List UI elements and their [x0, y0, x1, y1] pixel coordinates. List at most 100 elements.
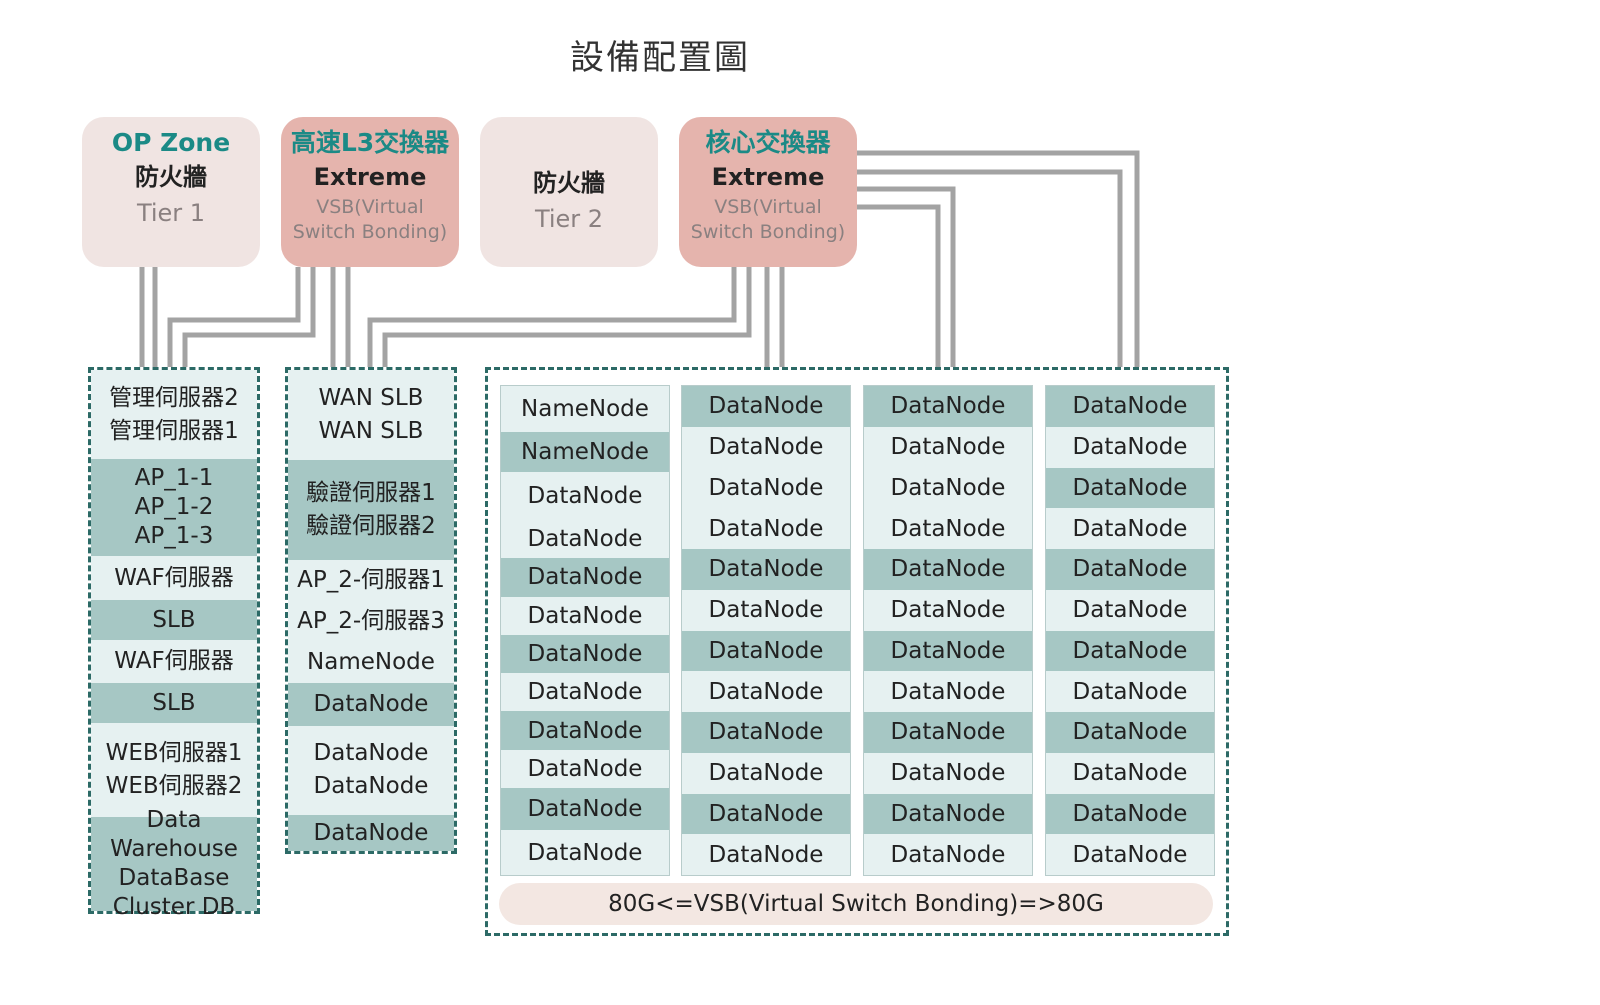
mid-zone-cell-label: 驗證伺服器2: [306, 512, 436, 539]
cluster-node: DataNode: [501, 596, 669, 635]
cluster-node: DataNode: [864, 386, 1032, 427]
left-zone-cell: WAF伺服器: [91, 640, 257, 683]
cluster-node: DataNode: [1046, 793, 1214, 835]
wire: [856, 169, 1123, 368]
cluster-node: DataNode: [864, 834, 1032, 875]
cluster-node: DataNode: [1046, 712, 1214, 753]
mid-zone-cell: AP_2-伺服器3: [288, 600, 454, 643]
cluster-node: DataNode: [682, 630, 850, 672]
cluster-node: DataNode: [501, 557, 669, 597]
cluster-node: DataNode: [501, 519, 669, 558]
cluster-node: DataNode: [501, 634, 669, 674]
mid-zone-cell: WAN SLB WAN SLB: [288, 370, 454, 460]
left-zone-cell-label: WAF伺服器: [114, 648, 234, 674]
left-zone-cell-label: WAF伺服器: [114, 564, 234, 591]
cluster-node: DataNode: [1046, 834, 1214, 875]
mid-zone-cell: AP_2-伺服器1: [288, 560, 454, 601]
l3-switch: 高速L3交換器 Extreme VSB(Virtual Switch Bondi…: [281, 117, 459, 267]
wire: [382, 267, 752, 368]
vsb-label-line1: VSB(Virtual: [714, 196, 822, 218]
left-zone-cell-label: SLB: [152, 689, 196, 716]
mid-zone-cell-label: DataNode: [313, 819, 429, 846]
left-zone-cell: SLB: [91, 600, 257, 640]
cluster-node: DataNode: [864, 508, 1032, 549]
mid-zone-cell: 驗證伺服器1 驗證伺服器2: [288, 459, 454, 561]
cluster-node: DataNode: [682, 712, 850, 753]
cluster-node: NameNode: [501, 386, 669, 432]
wire: [182, 267, 316, 368]
mid-zone-cell-label: AP_2-伺服器1: [297, 566, 445, 593]
cluster-node: DataNode: [864, 712, 1032, 753]
wire: [856, 186, 956, 368]
l3-switch-label: 高速L3交換器: [290, 128, 450, 157]
left-zone-cell-label: DataBase: [118, 865, 230, 891]
left-zone-cell-label: AP_1-3: [134, 523, 214, 549]
left-zone-cell: WAF伺服器: [91, 556, 257, 600]
mid-zone-cell-label: 驗證伺服器1: [306, 479, 436, 506]
core-switch: 核心交換器 Extreme VSB(Virtual Switch Bonding…: [679, 117, 857, 267]
cluster-node: DataNode: [864, 630, 1032, 672]
wire: [856, 204, 941, 368]
mid-zone-cell-label: WAN SLB: [318, 384, 424, 411]
cluster-node: DataNode: [1046, 752, 1214, 794]
cluster-node: DataNode: [1046, 630, 1214, 672]
cluster-node: DataNode: [864, 549, 1032, 590]
cluster-node: DataNode: [864, 426, 1032, 468]
op-zone-label: OP Zone: [111, 128, 231, 157]
wire: [167, 267, 301, 368]
left-zone-cell-label: WEB伺服器2: [105, 773, 243, 799]
left-zone-cell-label: 管理伺服器1: [109, 417, 239, 444]
mid-zone-cell-label: NameNode: [307, 649, 435, 676]
core-switch-label: 核心交換器: [705, 128, 831, 157]
tier-label: Tier 2: [534, 205, 604, 233]
cluster-node: DataNode: [682, 549, 850, 590]
tier2-firewall: 防火牆 Tier 2: [480, 117, 658, 267]
diagram-title: 設備配置圖: [570, 38, 750, 78]
cluster-node: DataNode: [864, 671, 1032, 712]
cluster-node: NameNode: [501, 431, 669, 472]
cluster-node: DataNode: [501, 830, 669, 876]
cluster-node: DataNode: [682, 426, 850, 468]
mid-zone-cell-label: DataNode: [313, 690, 429, 717]
vsb-bandwidth-bar: 80G<=VSB(Virtual Switch Bonding)=>80G: [499, 883, 1213, 925]
cluster-node: DataNode: [682, 508, 850, 549]
left-zone-cell-label: Data Warehouse: [110, 807, 238, 862]
cluster-node: DataNode: [1046, 549, 1214, 590]
cluster-node: DataNode: [501, 788, 669, 831]
cluster-node: DataNode: [501, 750, 669, 789]
mid-zone-cell-label: DataNode: [313, 773, 429, 800]
vsb-label-line1: VSB(Virtual: [316, 196, 424, 218]
cluster-node: DataNode: [682, 589, 850, 631]
left-zone-cell-label: AP_1-1: [134, 465, 214, 491]
mid-zone-cell: DataNode: [288, 682, 454, 726]
cluster-node: DataNode: [1046, 589, 1214, 631]
mid-zone-cell: DataNode: [288, 815, 454, 851]
wire: [856, 150, 1140, 368]
cluster-node: DataNode: [1046, 426, 1214, 468]
cluster-node: DataNode: [501, 471, 669, 520]
mid-zone-cell-label: AP_2-伺服器3: [297, 607, 445, 634]
mid-zone-cell: NameNode: [288, 642, 454, 683]
left-zone-cell-label: AP_1-2: [134, 494, 214, 520]
tier-label: Tier 1: [136, 199, 206, 227]
vsb-label-line2: Switch Bonding): [690, 221, 846, 243]
mid-zone-cell-label: DataNode: [313, 740, 429, 767]
left-zone-cell-label: Cluster DB: [112, 894, 236, 920]
mid-zone-cell-label: WAN SLB: [318, 417, 424, 444]
cluster-node: DataNode: [864, 793, 1032, 835]
cluster-node: DataNode: [682, 793, 850, 835]
cluster-node: DataNode: [682, 752, 850, 794]
left-zone-cell-label: WEB伺服器1: [105, 740, 243, 766]
cluster-node: DataNode: [1046, 386, 1214, 427]
